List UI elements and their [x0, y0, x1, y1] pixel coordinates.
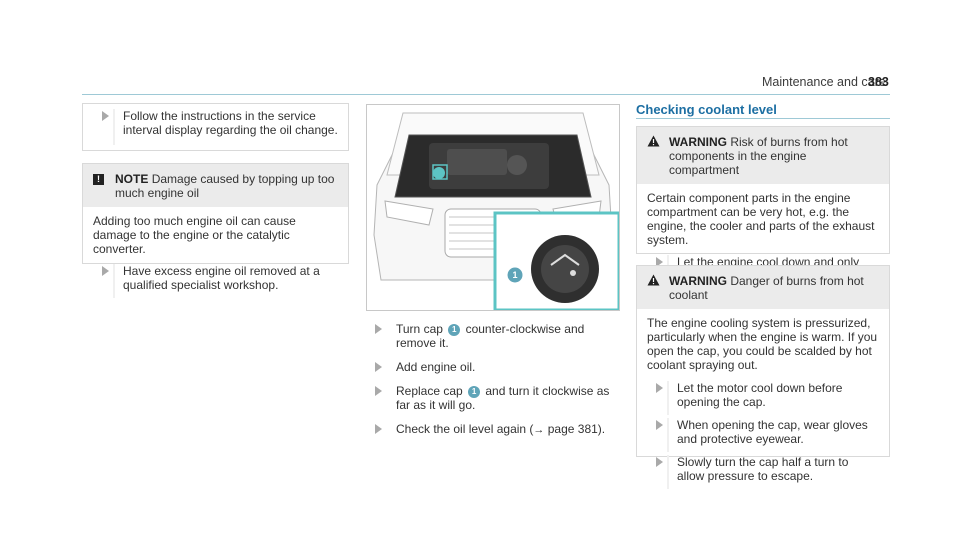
section-title: Maintenance and care — [762, 75, 886, 89]
callout-badge: 1 — [468, 386, 481, 398]
warning-step: Let the motor cool down before opening t… — [647, 381, 879, 415]
note-body: Adding too much engine oil can cause dam… — [93, 214, 296, 256]
page-ref-link[interactable]: page 381). — [544, 422, 606, 436]
instruction-step: Follow the instructions in the service i… — [93, 109, 338, 145]
page-number: 383 — [868, 75, 889, 89]
warning-triangle-icon — [647, 274, 660, 286]
warning-box-hot-coolant: WARNING Danger of burns from hot coolant… — [636, 265, 890, 489]
oil-steps: Turn cap 1 counter-clockwise and remove … — [366, 322, 620, 437]
note-label: NOTE — [115, 172, 149, 186]
step-arrow-icon — [102, 266, 109, 276]
header-rule — [82, 94, 890, 95]
warning-header: WARNING Risk of burns from hot component… — [637, 127, 889, 184]
warning-triangle-icon — [647, 135, 660, 147]
engine-compartment-illustration: 1 — [366, 104, 620, 311]
warning-body: The engine cooling system is pressurized… — [647, 316, 878, 372]
step-arrow-icon — [656, 420, 663, 430]
step-arrow-icon — [656, 457, 663, 467]
image-callout-1: 1 — [512, 270, 517, 280]
step-arrow-icon — [375, 362, 382, 372]
warning-box-hot-components: WARNING Risk of burns from hot component… — [636, 126, 890, 303]
exclamation-icon: ! — [93, 174, 104, 185]
engine-bay-drawing: 1 — [373, 112, 619, 310]
step-arrow-icon — [656, 383, 663, 393]
warning-step: Slowly turn the cap half a turn to allow… — [647, 455, 879, 489]
warning-body: Certain component parts in the engine co… — [647, 191, 875, 247]
step-replace-cap: Replace cap 1 and turn it clockwise as f… — [366, 384, 620, 412]
callout-badge: 1 — [448, 324, 461, 336]
note-header: ! NOTE Damage caused by topping up too m… — [83, 164, 348, 207]
instruction-box: Follow the instructions in the service i… — [82, 103, 349, 151]
step-turn-cap: Turn cap 1 counter-clockwise and remove … — [366, 322, 620, 350]
warning-step: When opening the cap, wear gloves and pr… — [647, 418, 879, 452]
note-title: Damage caused by topping up too much eng… — [115, 172, 335, 200]
section-heading: Checking coolant level — [636, 102, 777, 117]
note-step: Have excess engine oil removed at a qual… — [93, 264, 338, 298]
step-arrow-icon — [375, 424, 382, 434]
step-arrow-icon — [102, 111, 109, 121]
step-arrow-icon — [656, 257, 663, 267]
page-ref-arrow-icon: → — [533, 424, 545, 436]
step-arrow-icon — [375, 324, 382, 334]
heading-rule — [636, 118, 890, 119]
step-check-oil: Check the oil level again (→ page 381). — [366, 422, 620, 437]
warning-header: WARNING Danger of burns from hot coolant — [637, 266, 889, 309]
note-box: ! NOTE Damage caused by topping up too m… — [82, 163, 349, 298]
step-arrow-icon — [375, 386, 382, 396]
step-add-oil: Add engine oil. — [366, 360, 620, 374]
